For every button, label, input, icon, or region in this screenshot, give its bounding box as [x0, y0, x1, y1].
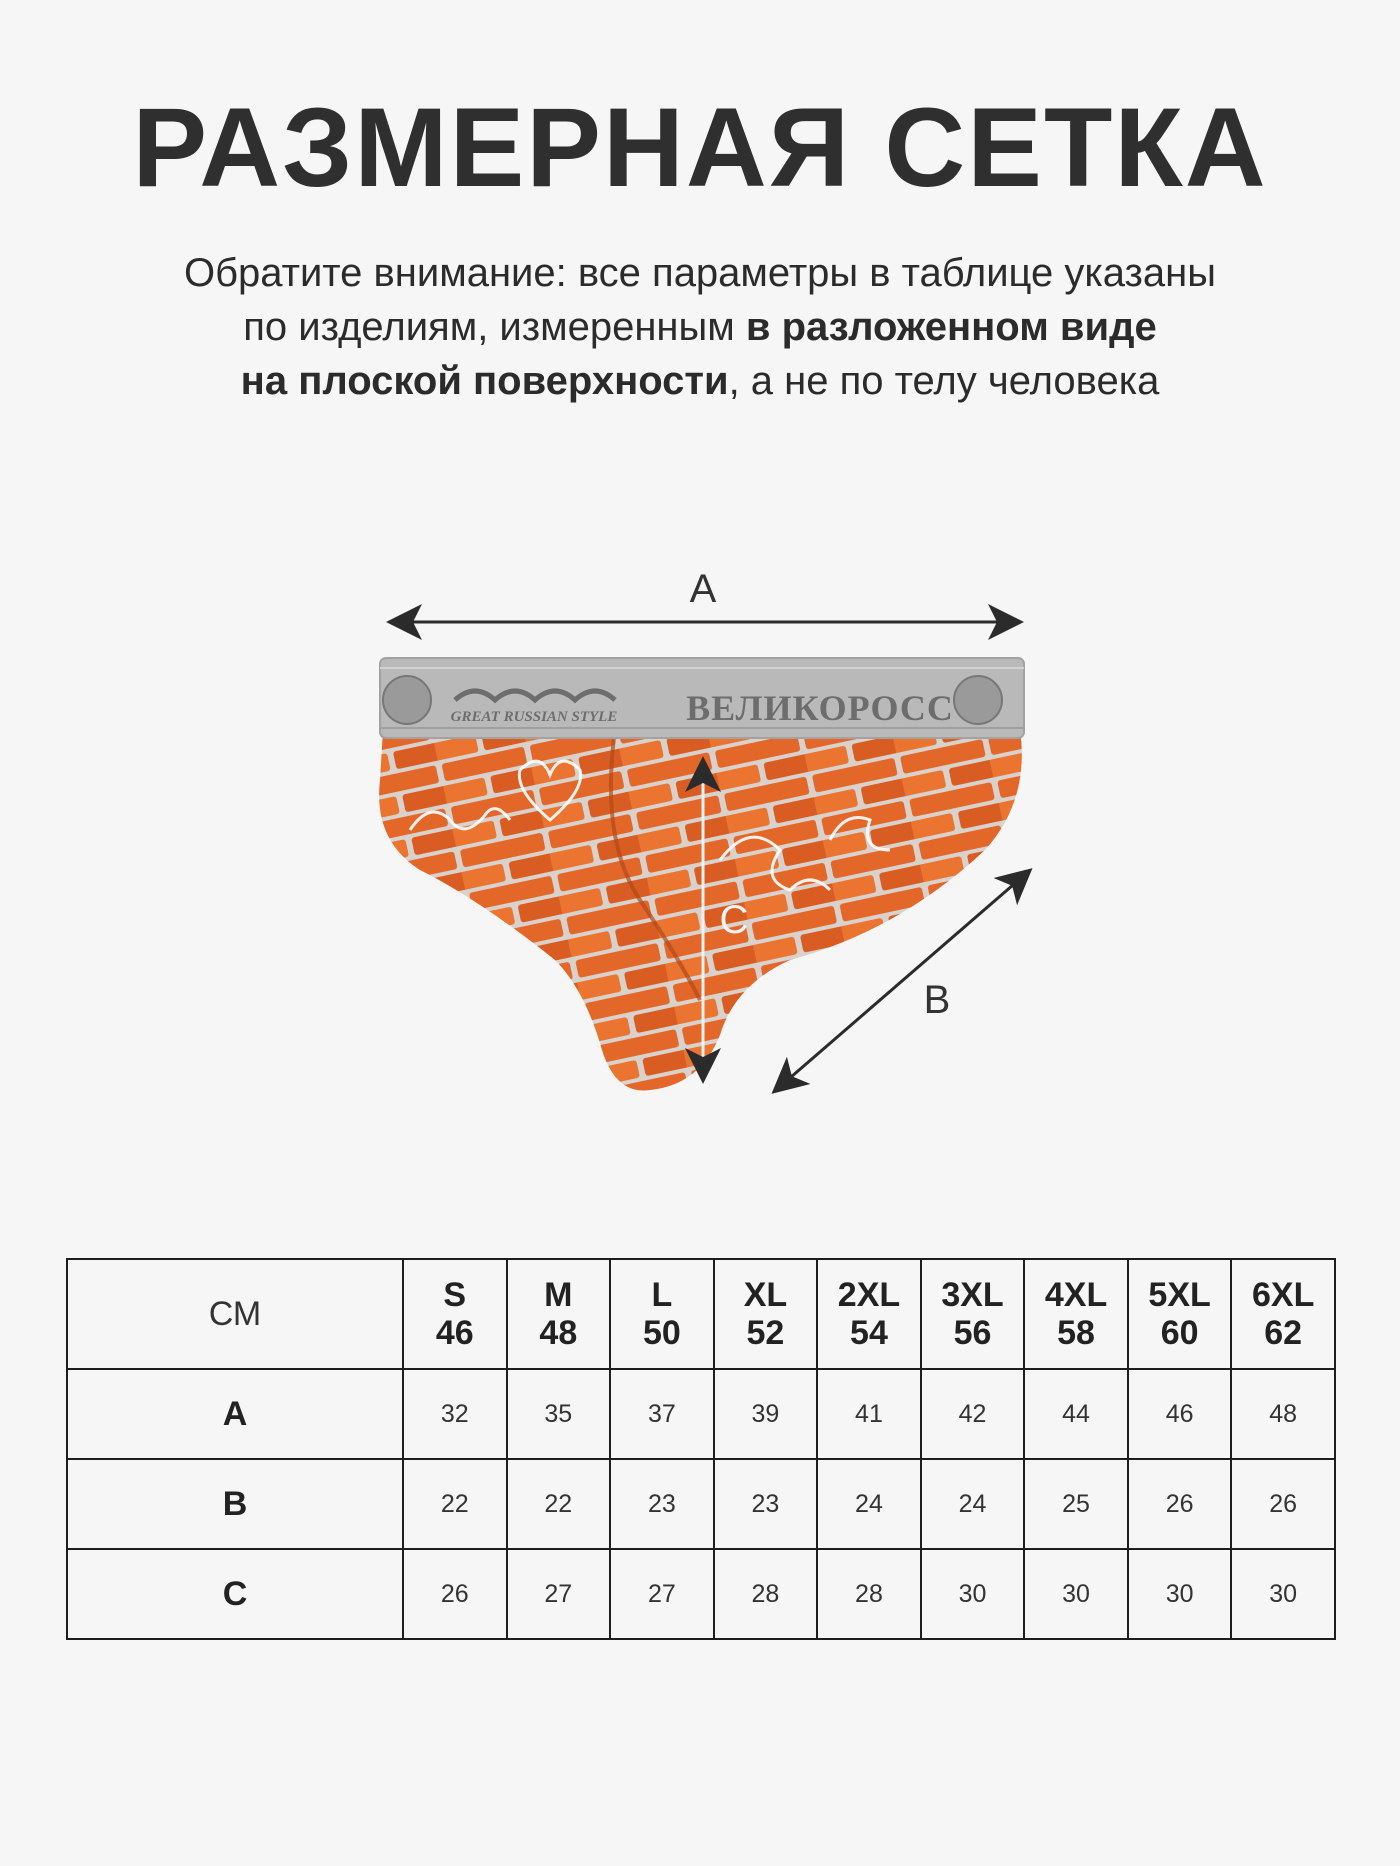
row-label: C [66, 1548, 404, 1640]
table-cell: 28 [816, 1548, 922, 1640]
waistband [379, 657, 1025, 739]
table-cell: 23 [609, 1458, 715, 1550]
table-cell: 37 [609, 1368, 715, 1460]
waistband-brand: ВЕЛИКОРОСС [686, 688, 954, 728]
fly-seam [608, 729, 702, 1001]
waistband-tagline: GREAT RUSSIAN STYLE [451, 709, 618, 725]
table-cell: 48 [1230, 1368, 1336, 1460]
table-row: B 22 22 23 23 24 24 25 26 26 [66, 1458, 1336, 1550]
table-cell: 26 [402, 1548, 508, 1640]
table-cell: 26 [1126, 1458, 1233, 1550]
table-cell: 26 [1230, 1458, 1336, 1550]
table-cell: 41 [816, 1368, 922, 1460]
garment-body [379, 730, 1022, 1091]
measure-label-c: C [720, 898, 749, 942]
page-title: РАЗМЕРНАЯ СЕТКА [132, 85, 1268, 210]
table-cell: 22 [402, 1458, 508, 1550]
warrior-emblem-icon [382, 675, 432, 725]
table-cell: 32 [402, 1368, 508, 1460]
table-cell: 30 [1126, 1548, 1233, 1640]
note-line-2: по изделиям, измеренным в разложенном ви… [243, 305, 1157, 349]
table-cell: 42 [919, 1368, 1026, 1460]
table-cell: 24 [919, 1458, 1026, 1550]
note-line-1: Обратите внимание: все параметры в табли… [184, 251, 1216, 295]
table-cell: 28 [712, 1548, 819, 1640]
measure-label-a: A [690, 567, 717, 611]
table-cell: 46 [1126, 1368, 1233, 1460]
table-cell: 24 [816, 1458, 922, 1550]
table-cell: 22 [505, 1458, 612, 1550]
table-cell: 23 [712, 1458, 819, 1550]
table-cell: 39 [712, 1368, 819, 1460]
table-cell: 27 [505, 1548, 612, 1640]
ornament-icon [453, 688, 617, 704]
row-label: A [66, 1368, 404, 1460]
table-cell: 27 [609, 1548, 715, 1640]
measure-arrow-b [771, 868, 1033, 1094]
table-cell: 35 [505, 1368, 612, 1460]
table-cell: 44 [1023, 1368, 1129, 1460]
warrior-emblem-icon-right [953, 675, 1003, 725]
measure-label-b: B [924, 978, 951, 1022]
table-cell: 25 [1023, 1458, 1129, 1550]
table-cell: 30 [1023, 1548, 1129, 1640]
table-cell: 30 [919, 1548, 1026, 1640]
unit-cell: СМ [66, 1258, 404, 1370]
garment-measurement-diagram: ВЕЛИКОРОСС GREAT RUSSIAN STYLE A C B [379, 567, 1033, 1094]
note-line-3: на плоской поверхности, а не по телу чел… [240, 359, 1160, 403]
table-row: C 26 27 27 28 28 30 30 30 30 [66, 1548, 1336, 1640]
row-label: B [66, 1458, 404, 1550]
measurement-note: Обратите внимание: все параметры в табли… [0, 246, 1400, 408]
table-cell: 30 [1230, 1548, 1336, 1640]
table-row: A 32 35 37 39 41 42 44 46 48 [66, 1368, 1336, 1460]
